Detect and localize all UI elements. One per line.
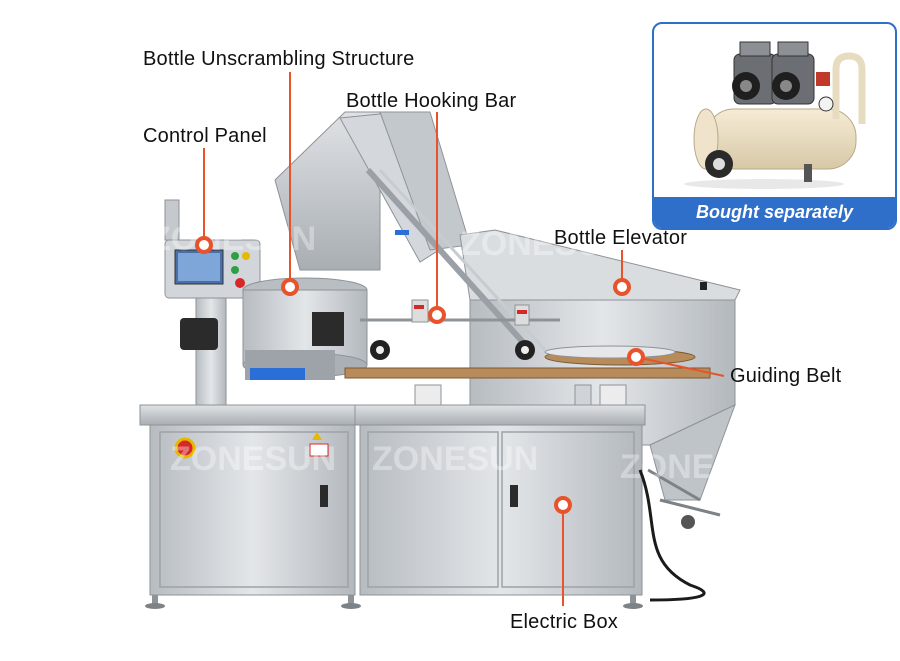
air-compressor-illustration bbox=[684, 41, 866, 189]
watermark-1: ZONESUN bbox=[150, 220, 316, 258]
callout-line-guiding bbox=[635, 356, 725, 377]
watermark-5: ZONESUN bbox=[620, 448, 786, 486]
base-cabinet-right bbox=[354, 404, 706, 602]
control-panel-assembly bbox=[164, 199, 261, 421]
unscrambling-bowl bbox=[242, 277, 368, 380]
label-guiding-belt: Guiding Belt bbox=[730, 365, 842, 387]
compressor-inset: Bought separately bbox=[652, 22, 897, 230]
callout-dot-guiding bbox=[627, 348, 645, 366]
callout-dot-electric bbox=[554, 496, 572, 514]
callout-dot-control bbox=[195, 236, 213, 254]
base-cabinet-left bbox=[139, 404, 361, 596]
watermark-2: ZONESUN bbox=[460, 225, 626, 263]
watermark-3: ZONESUN bbox=[170, 440, 336, 478]
watermark-4: ZONESUN bbox=[372, 440, 538, 478]
label-bottle-unscrambling-structure: Bottle Unscrambling Structure bbox=[143, 48, 415, 70]
callout-dots bbox=[195, 236, 645, 514]
callout-dot-hooking bbox=[428, 306, 446, 324]
label-control-panel: Control Panel bbox=[143, 125, 267, 147]
label-electric-box: Electric Box bbox=[510, 611, 618, 633]
label-bottle-elevator: Bottle Elevator bbox=[554, 227, 688, 249]
inset-caption: Bought separately bbox=[654, 197, 895, 228]
guiding-belt-table bbox=[344, 299, 711, 408]
callout-dot-elevator bbox=[613, 278, 631, 296]
watermark-group: ZONESUN ZONESUN ZONESUN ZONESUN ZONESUN bbox=[150, 220, 786, 486]
leveling-feet bbox=[145, 595, 643, 609]
callout-lines bbox=[203, 72, 725, 606]
label-bottle-hooking-bar: Bottle Hooking Bar bbox=[346, 90, 517, 112]
callout-dot-unscrambling bbox=[281, 278, 299, 296]
